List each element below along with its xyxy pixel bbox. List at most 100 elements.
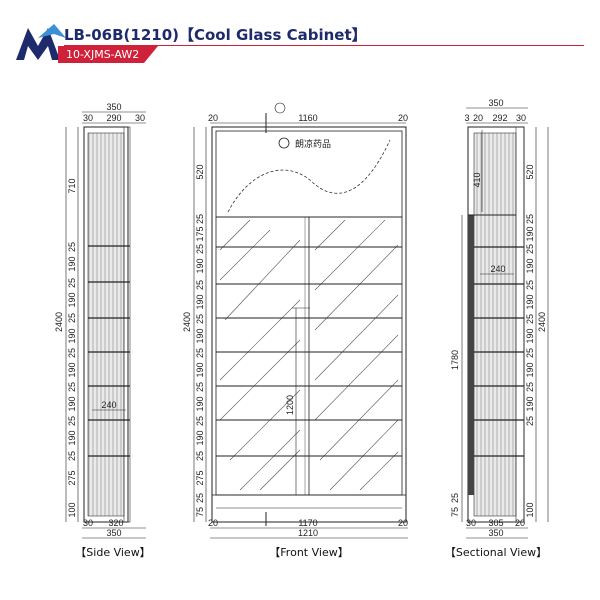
dimension-label: 190 <box>67 328 77 343</box>
dimension-label: 25 <box>195 493 205 503</box>
section-dim-top-mid: 292 <box>492 113 507 123</box>
page-title: LB-06B(1210)【Cool Glass Cabinet】 <box>64 26 367 44</box>
dimension-label: 190 <box>67 292 77 307</box>
title-underline <box>64 45 584 46</box>
dimension-label: 190 <box>67 256 77 271</box>
side-view-label: 【Side View】 <box>75 546 150 559</box>
dimension-label: 25 <box>67 382 77 392</box>
section-dim-inner-height: 410 <box>472 172 482 187</box>
brand-logo <box>16 24 66 60</box>
dimension-label: 25 <box>195 416 205 426</box>
dimension-label: 710 <box>67 178 77 193</box>
dimension-label: 190 <box>195 328 205 343</box>
dimension-label: 25 <box>67 242 77 252</box>
section-dim-bottom-left: 30 <box>466 518 476 528</box>
dimension-label: 100 <box>67 502 77 517</box>
front-dim-bottom-mid: 1170 <box>298 518 317 528</box>
dimension-label: 25 <box>525 214 535 224</box>
front-brand-icon <box>278 137 290 149</box>
dimension-label: 520 <box>195 164 205 179</box>
front-view: 20 1160 20 朗凉药品 <box>182 102 408 559</box>
dimension-label: 25 <box>525 314 535 324</box>
section-dim-left-door: 1780 <box>450 350 460 370</box>
dimension-label: 175 <box>195 226 205 241</box>
dimension-label: 190 <box>195 294 205 309</box>
section-dim-top-total: 350 <box>488 98 503 108</box>
section-dim-inner-depth: 240 <box>490 264 505 274</box>
model-badge: 10-XJMS-AW2 <box>58 46 158 63</box>
dimension-label: 190 <box>67 396 77 411</box>
dimension-label: 190 <box>525 258 535 273</box>
dimension-label: 190 <box>195 396 205 411</box>
dimension-label: 190 <box>525 328 535 343</box>
section-dim-bottom-total: 350 <box>488 528 503 538</box>
dimension-label: 25 <box>525 244 535 254</box>
front-panel-wave <box>227 139 391 213</box>
section-dim-height: 2400 <box>537 312 547 332</box>
front-left-dims: 520 25 175 25 190 25 190 25 190 25 190 2… <box>195 164 205 517</box>
section-view: 350 3 20 292 30 410 240 1780 25 75 <box>445 98 549 559</box>
dimension-label: 25 <box>525 348 535 358</box>
section-dim-top-b: 20 <box>473 113 483 123</box>
front-dim-inner: 1200 <box>285 395 295 415</box>
dimension-label: 25 <box>67 451 77 461</box>
front-dim-height: 2400 <box>182 312 192 332</box>
dimension-label: 25 <box>195 348 205 358</box>
header: LB-06B(1210)【Cool Glass Cabinet】 10-XJMS… <box>0 0 600 70</box>
dimension-label: 25 <box>67 313 77 323</box>
section-view-label: 【Sectional View】 <box>445 546 547 559</box>
front-dim-top-left: 20 <box>208 113 218 123</box>
dimension-label: 25 <box>67 416 77 426</box>
dimension-label: 520 <box>525 164 535 179</box>
dimension-label: 25 <box>195 451 205 461</box>
front-dim-top-right: 20 <box>398 113 408 123</box>
side-dim-top-total: 350 <box>106 102 121 112</box>
front-brand-text: 朗凉药品 <box>295 138 331 150</box>
front-view-label: 【Front View】 <box>269 546 348 559</box>
section-dim-left-a: 25 <box>450 493 460 503</box>
dimension-label: 25 <box>67 278 77 288</box>
side-view: 350 30 290 30 240 2400 710 25 190 25 19 <box>54 102 151 559</box>
dimension-label: 190 <box>67 362 77 377</box>
section-dim-bottom-mid: 305 <box>488 518 503 528</box>
dimension-label: 25 <box>525 280 535 290</box>
dimension-label: 275 <box>67 470 77 485</box>
section-dim-left-b: 75 <box>450 507 460 517</box>
front-dim-bottom-total: 1210 <box>298 528 318 538</box>
dimension-label: 190 <box>525 362 535 377</box>
front-dim-bottom-right: 20 <box>398 518 408 528</box>
dimension-label: 190 <box>195 430 205 445</box>
dimension-label: 190 <box>525 396 535 411</box>
dimension-label: 100 <box>525 502 535 517</box>
section-right-dims: 520 25 190 25 190 25 190 25 190 25 190 2… <box>525 164 535 517</box>
dimension-label: 275 <box>195 470 205 485</box>
dimension-label: 25 <box>195 280 205 290</box>
side-dim-height: 2400 <box>54 312 64 332</box>
side-dim-inner: 240 <box>101 400 116 410</box>
side-dim-bottom-mid: 320 <box>108 518 123 528</box>
side-dim-top-left: 30 <box>83 113 93 123</box>
dimension-label: 25 <box>195 244 205 254</box>
dimension-label: 25 <box>195 382 205 392</box>
side-dim-top-mid: 290 <box>106 113 121 123</box>
dimension-label: 25 <box>195 214 205 224</box>
front-marker-circle <box>274 102 286 114</box>
dimension-label: 190 <box>67 430 77 445</box>
section-dim-top-a: 3 <box>464 113 469 123</box>
front-glass-reflections <box>219 219 399 491</box>
dimension-label: 190 <box>195 258 205 273</box>
dimension-label: 25 <box>195 314 205 324</box>
dimension-label: 75 <box>195 507 205 517</box>
dimension-label: 190 <box>195 362 205 377</box>
dimension-label: 190 <box>525 294 535 309</box>
section-dim-top-right: 30 <box>516 113 526 123</box>
dimension-label: 190 <box>525 226 535 241</box>
side-left-dims: 710 25 190 25 190 25 190 25 190 25 190 2… <box>67 178 77 517</box>
section-dim-bottom-right: 20 <box>515 518 525 528</box>
dimension-label: 25 <box>525 382 535 392</box>
side-dim-bottom-total: 350 <box>106 528 121 538</box>
dimension-label: 25 <box>525 416 535 426</box>
front-dim-top-mid: 1160 <box>298 113 317 123</box>
front-dim-bottom-left: 20 <box>208 518 218 528</box>
